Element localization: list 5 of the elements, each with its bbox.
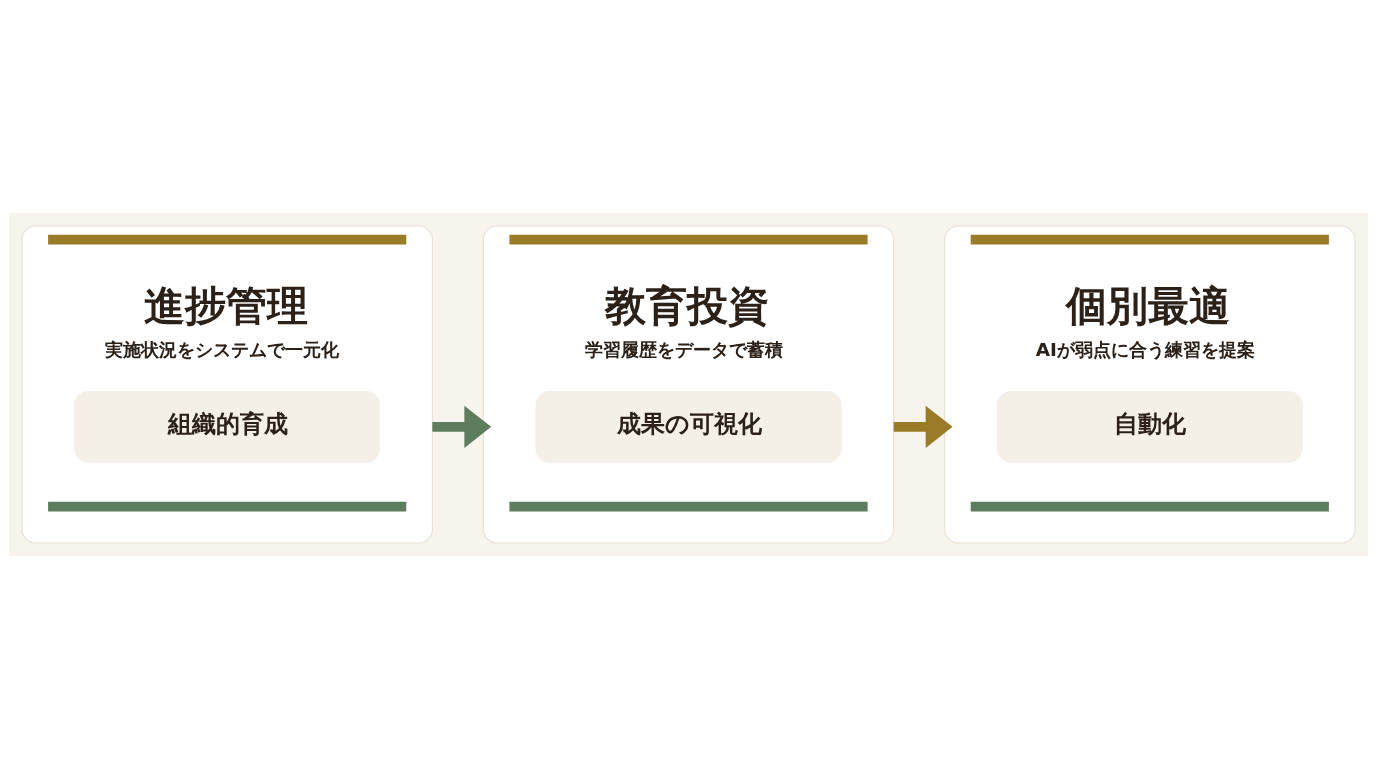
arrow: [893, 405, 953, 448]
node-box: 組織的育成: [73, 390, 380, 463]
node-box: 自動化: [996, 390, 1303, 463]
arrow: [431, 405, 491, 448]
node-box: 成果の可視化: [534, 390, 842, 463]
